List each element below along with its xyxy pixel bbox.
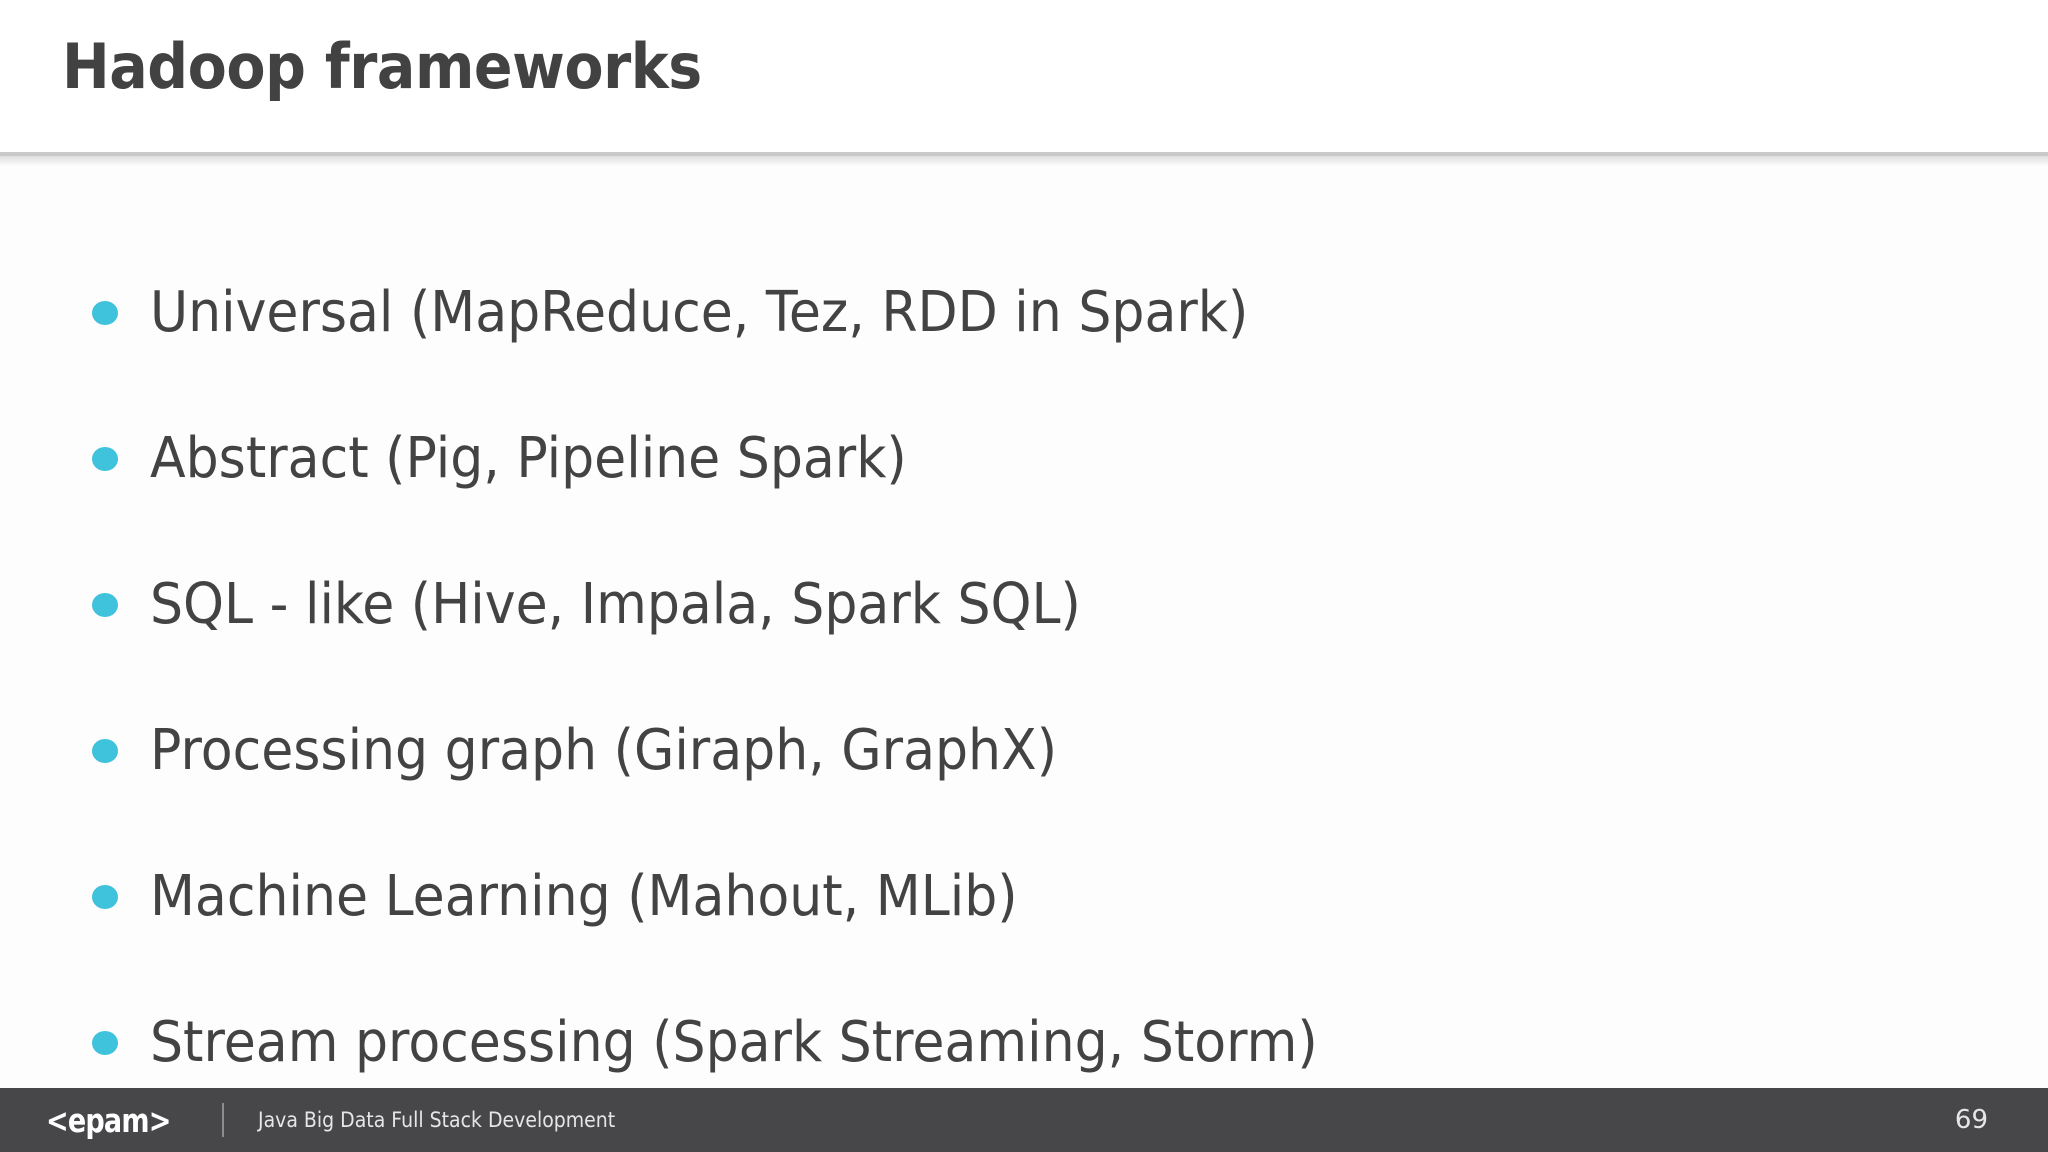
list-item-label: Processing graph (Giraph, GraphX) xyxy=(150,718,1058,783)
list-item: Abstract (Pig, Pipeline Spark) xyxy=(92,386,1406,532)
list-item-label: Stream processing (Spark Streaming, Stor… xyxy=(150,1010,1318,1075)
list-item: Machine Learning (Mahout, MLib) xyxy=(92,824,1406,970)
footer-course-title: Java Big Data Full Stack Development xyxy=(257,1108,616,1132)
list-item: Universal (MapReduce, Tez, RDD in Spark) xyxy=(92,240,1406,386)
footer-divider xyxy=(221,1103,224,1137)
bullet-dot-icon xyxy=(92,447,118,471)
slide-title-band: Hadoop frameworks xyxy=(0,0,2048,152)
list-item-label: Universal (MapReduce, Tez, RDD in Spark) xyxy=(150,280,1249,345)
list-item: Processing graph (Giraph, GraphX) xyxy=(92,678,1406,824)
list-item-label: SQL - like (Hive, Impala, Spark SQL) xyxy=(150,572,1081,637)
page-title: Hadoop frameworks xyxy=(62,30,702,103)
bullet-list: Universal (MapReduce, Tez, RDD in Spark)… xyxy=(92,240,1406,1116)
epam-logo: <epam> xyxy=(46,1100,171,1140)
list-item-label: Machine Learning (Mahout, MLib) xyxy=(150,864,1018,929)
bullet-dot-icon xyxy=(92,301,118,325)
list-item: SQL - like (Hive, Impala, Spark SQL) xyxy=(92,532,1406,678)
slide-body: Universal (MapReduce, Tez, RDD in Spark)… xyxy=(0,166,2048,1088)
title-divider-shadow xyxy=(0,156,2048,166)
bullet-dot-icon xyxy=(92,885,118,909)
title-divider xyxy=(0,152,2048,156)
bullet-dot-icon xyxy=(92,593,118,617)
list-item: Stream processing (Spark Streaming, Stor… xyxy=(92,970,1406,1116)
bullet-dot-icon xyxy=(92,739,118,763)
page-number: 69 xyxy=(1954,1105,1988,1135)
list-item-label: Abstract (Pig, Pipeline Spark) xyxy=(150,426,907,491)
bullet-dot-icon xyxy=(92,1031,118,1055)
slide-footer: <epam> Java Big Data Full Stack Developm… xyxy=(0,1088,2048,1152)
